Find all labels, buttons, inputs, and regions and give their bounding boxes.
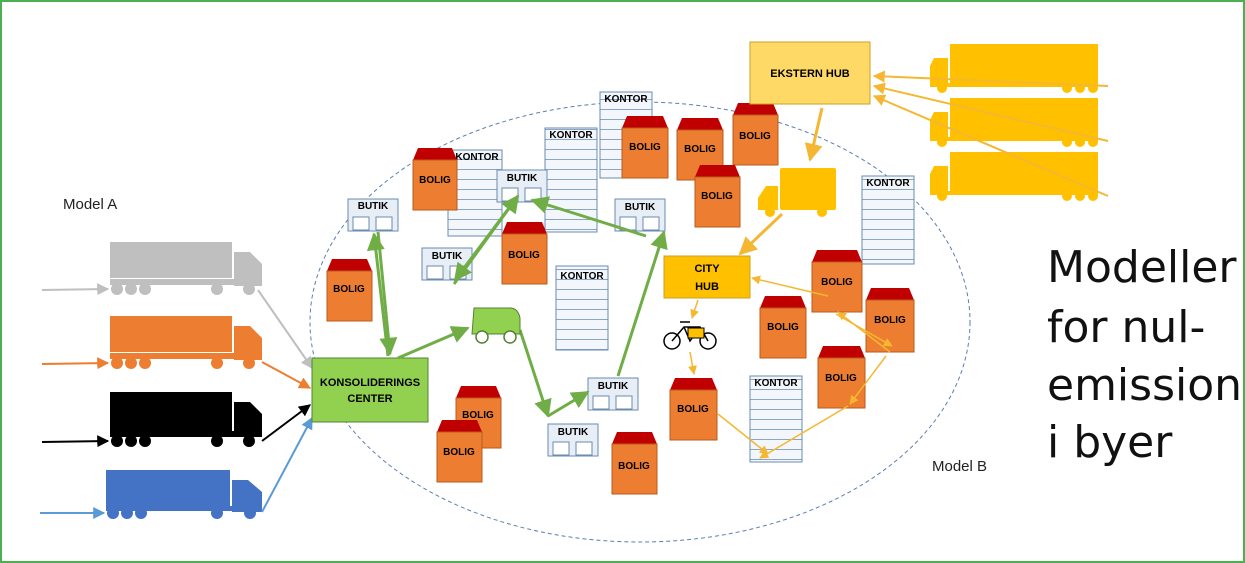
title-line-3: emission <box>1047 360 1242 411</box>
konsoliderings-center: KONSOLIDERINGS CENTER <box>311 357 429 423</box>
city-hub: CITY HUB <box>663 255 751 299</box>
title-block: Modeller for nul- emission i byer <box>1047 242 1242 468</box>
green-delivery-routes <box>366 194 668 418</box>
svg-text:KONTOR: KONTOR <box>604 94 648 105</box>
svg-text:BOLIG: BOLIG <box>684 144 716 155</box>
svg-text:BOLIG: BOLIG <box>462 410 494 421</box>
konsolidering-label-1: KONSOLIDERINGS <box>320 377 420 389</box>
shop-icon: BUTIK <box>587 377 639 411</box>
svg-text:BOLIG: BOLIG <box>443 447 475 458</box>
shop-icon: BUTIK <box>547 423 599 457</box>
house-icon: BOLIG <box>817 346 866 409</box>
truck-grey-icon <box>110 242 262 295</box>
svg-text:BOLIG: BOLIG <box>677 404 709 415</box>
svg-text:BUTIK: BUTIK <box>358 201 389 212</box>
svg-text:BOLIG: BOLIG <box>701 191 733 202</box>
shop-icon: BUTIK <box>347 198 399 232</box>
truck-black-icon <box>110 392 262 447</box>
house-icon: BOLIG <box>759 296 807 359</box>
house-icon: BOLIG <box>436 420 483 483</box>
house-icon: BOLIG <box>811 250 863 313</box>
office-building-icon: KONTOR <box>749 375 803 463</box>
office-building-icon: KONTOR <box>544 127 598 233</box>
svg-text:BOLIG: BOLIG <box>333 284 365 295</box>
truck-blue-icon <box>106 470 262 519</box>
svg-text:BUTIK: BUTIK <box>558 427 589 438</box>
svg-text:KONTOR: KONTOR <box>560 271 604 282</box>
house-icon: BOLIG <box>865 288 915 353</box>
city-boundary <box>309 101 971 543</box>
svg-text:BOLIG: BOLIG <box>767 322 799 333</box>
svg-text:KONTOR: KONTOR <box>754 378 798 389</box>
ekstern-hub-label: EKSTERN HUB <box>770 68 850 80</box>
title-line-2: for nul- <box>1047 302 1205 353</box>
svg-text:BOLIG: BOLIG <box>874 315 906 326</box>
svg-text:BOLIG: BOLIG <box>739 131 771 142</box>
truck-yellow-icon <box>930 152 1098 201</box>
house-icon: BOLIG <box>412 148 458 211</box>
svg-text:BUTIK: BUTIK <box>507 173 538 184</box>
house-icon: BOLIG <box>611 432 658 495</box>
title-line-1: Modeller <box>1047 242 1237 293</box>
house-icon: BOLIG <box>732 103 779 166</box>
van-icon <box>471 307 521 344</box>
svg-text:BUTIK: BUTIK <box>625 202 656 213</box>
svg-text:BOLIG: BOLIG <box>629 142 661 153</box>
truck-orange-icon <box>110 316 262 369</box>
bike-delivery-routes <box>717 275 893 459</box>
svg-text:KONTOR: KONTOR <box>455 152 499 163</box>
office-building-icon: KONTOR <box>555 265 609 351</box>
svg-text:BUTIK: BUTIK <box>598 381 629 392</box>
svg-text:BOLIG: BOLIG <box>419 175 451 186</box>
title-line-4: i byer <box>1047 417 1173 468</box>
house-icon: BOLIG <box>621 116 669 179</box>
house-icon: BOLIG <box>694 165 741 228</box>
truck-yellow-icon <box>930 44 1098 93</box>
svg-text:BOLIG: BOLIG <box>825 373 857 384</box>
house-icon: BOLIG <box>501 222 548 285</box>
office-building-icon: KONTOR <box>861 175 915 265</box>
model-b-label: Model B <box>932 458 987 475</box>
city-hub-label-2: HUB <box>695 281 719 293</box>
svg-text:KONTOR: KONTOR <box>866 178 910 189</box>
truck-yellow-icon <box>930 98 1098 147</box>
shop-icon: BUTIK <box>614 198 666 232</box>
city-hub-label-1: CITY <box>694 263 720 275</box>
svg-text:BOLIG: BOLIG <box>821 277 853 288</box>
model-a-label: Model A <box>63 196 117 213</box>
house-icon: BOLIG <box>669 378 718 441</box>
svg-text:KONTOR: KONTOR <box>549 130 593 141</box>
svg-text:BOLIG: BOLIG <box>618 461 650 472</box>
shop-icon: BUTIK <box>421 247 473 281</box>
ekstern-hub: EKSTERN HUB <box>749 41 871 105</box>
svg-text:BOLIG: BOLIG <box>508 250 540 261</box>
shop-icon: BUTIK <box>496 169 548 203</box>
truck-yellow-icon <box>758 168 836 217</box>
konsolidering-label-2: CENTER <box>347 393 392 405</box>
house-icon: BOLIG <box>326 259 373 322</box>
cargo-bike-icon <box>663 321 717 350</box>
svg-text:BUTIK: BUTIK <box>432 251 463 262</box>
